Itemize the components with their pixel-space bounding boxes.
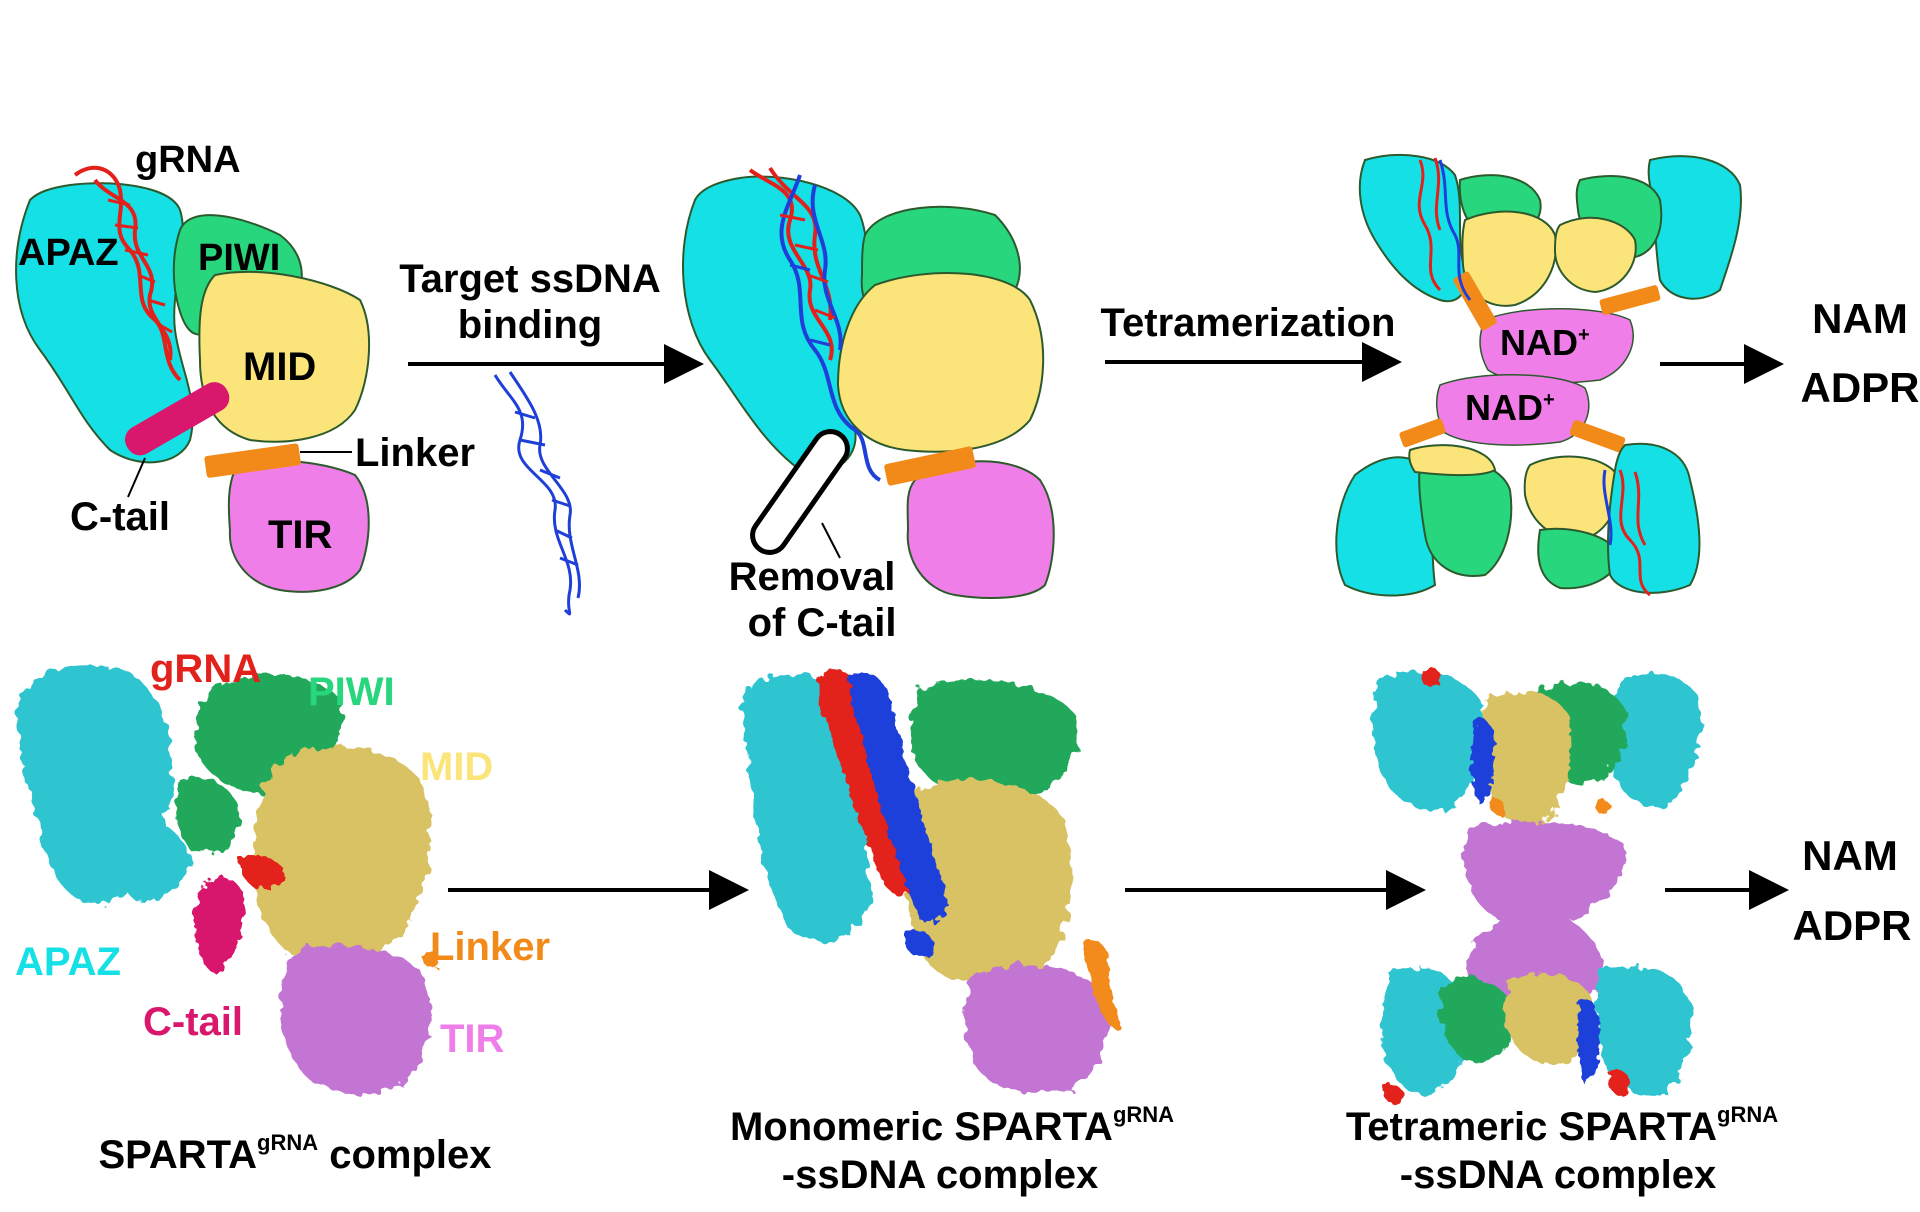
grna-rungs xyxy=(107,198,173,334)
caption-sparta-grna-complex: SPARTAgRNA complex xyxy=(98,1130,491,1177)
top-mid-label: MID xyxy=(243,345,316,389)
caption-monomeric-line1: Monomeric SPARTAgRNA xyxy=(730,1102,1174,1149)
top-grna-label: gRNA xyxy=(135,139,241,181)
bottom-adpr-label: ADPR xyxy=(1792,902,1911,949)
top-arrow1-line1: Target ssDNA xyxy=(399,257,661,301)
ssdna-strand xyxy=(493,371,581,616)
mid2-shape xyxy=(836,272,1045,453)
top-tir-label: TIR xyxy=(268,513,333,557)
bottom-tir-label: TIR xyxy=(440,1017,505,1061)
bottom-panel1-density xyxy=(17,664,439,1094)
tir2-shape xyxy=(906,460,1055,599)
bottom-nam-label: NAM xyxy=(1802,832,1898,879)
bottom-grna-label: gRNA xyxy=(150,647,261,691)
top-panel1-cartoon xyxy=(15,165,370,593)
linker-shape xyxy=(204,443,301,478)
nad-upper-label: NAD+ xyxy=(1500,322,1590,363)
mid-domain-shape xyxy=(198,270,370,443)
bottom-panel2-density xyxy=(742,671,1122,1093)
c-tail-pointer-line xyxy=(127,457,146,498)
caption-monomeric-line2: -ssDNA complex xyxy=(782,1153,1098,1197)
top-adpr-label: ADPR xyxy=(1800,364,1919,411)
ssdna2-helix xyxy=(779,174,882,482)
caption-tetrameric-line2: -ssDNA complex xyxy=(1400,1153,1716,1197)
tir-domain-shape xyxy=(227,459,370,593)
removal-label-line2: of C-tail xyxy=(748,601,897,645)
removal-pointer-line xyxy=(821,522,841,559)
linker2-shape xyxy=(884,446,976,486)
removed-ctail-shape xyxy=(750,429,850,555)
bottom-panel3-density xyxy=(1372,666,1701,1105)
c-tail-shape xyxy=(124,382,230,456)
top-linker-label: Linker xyxy=(355,431,475,475)
top-apaz-label: APAZ xyxy=(18,232,119,274)
caption-tetrameric-line1: Tetrameric SPARTAgRNA xyxy=(1346,1102,1778,1149)
top-piwi-label: PIWI xyxy=(198,237,280,279)
top-panel3-cartoon xyxy=(1335,154,1742,597)
bottom-apaz-label: APAZ xyxy=(15,940,121,984)
nad-upper-shape xyxy=(1479,308,1634,384)
bottom-mid-label: MID xyxy=(420,745,493,789)
removal-label-line1: Removal xyxy=(729,555,896,599)
bottom-linker-label: Linker xyxy=(430,925,550,969)
top-panel2-cartoon xyxy=(682,166,1055,599)
top-nam-label: NAM xyxy=(1812,295,1908,342)
bottom-piwi-label: PIWI xyxy=(308,670,395,714)
bottom-ctail-label: C-tail xyxy=(143,1000,243,1044)
tetramerization-label: Tetramerization xyxy=(1101,301,1396,345)
top-arrow1-line2: binding xyxy=(458,303,602,347)
helix2-rungs xyxy=(779,213,836,347)
top-ctail-label: C-tail xyxy=(70,495,170,539)
nad-lower-label: NAD+ xyxy=(1465,387,1555,428)
